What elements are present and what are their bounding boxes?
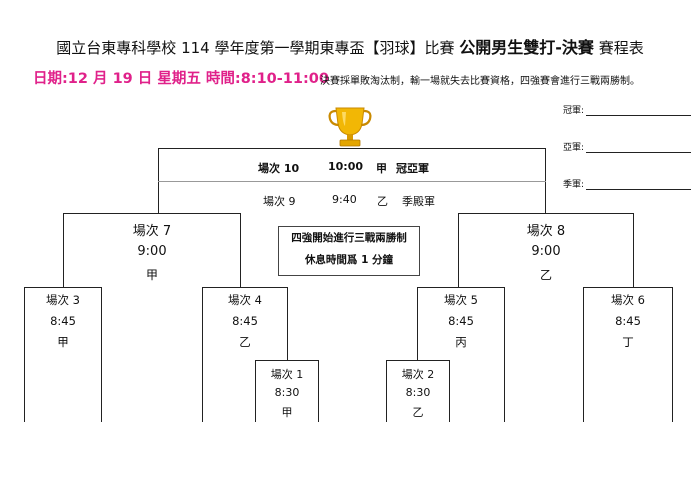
- bracket-m6-left: [583, 287, 584, 422]
- third-match-title: 季殿軍: [402, 195, 435, 208]
- bracket-m8-left: [458, 213, 459, 288]
- bracket-m3-right: [101, 287, 102, 422]
- bracket-m8-top: [458, 213, 634, 214]
- bracket-m1-top: [255, 360, 319, 361]
- m8-team: 乙: [539, 268, 552, 282]
- bracket-m1-left: [255, 360, 256, 422]
- title-event: 公開男生雙打-決賽: [459, 38, 594, 57]
- third-match-time: 9:40: [332, 193, 357, 206]
- notice-line-1: 四強開始進行三戰兩勝制: [291, 232, 407, 244]
- m6-label: 場次 6: [611, 293, 645, 307]
- notice-line-2: 休息時間爲 1 分鐘: [304, 254, 394, 266]
- third-field: 季軍:: [563, 177, 692, 190]
- m2-time: 8:30: [405, 386, 431, 399]
- m3-time: 8:45: [50, 314, 76, 328]
- bracket-m3-left: [24, 287, 25, 422]
- champion-field: 冠軍:: [563, 103, 692, 116]
- m6-team: 丁: [622, 335, 634, 349]
- bracket-m6-right: [672, 287, 673, 422]
- bracket-m4-right: [287, 287, 288, 361]
- bracket-m5-left: [417, 287, 418, 361]
- final-match-time: 10:00: [328, 160, 364, 173]
- bracket-m3-top: [24, 287, 102, 288]
- m5-label: 場次 5: [444, 293, 478, 307]
- m8-label: 場次 8: [526, 224, 566, 239]
- m7-time: 9:00: [137, 244, 167, 259]
- bracket-m7-right: [240, 213, 241, 288]
- m4-time: 8:45: [232, 314, 258, 328]
- champion-label: 冠軍:: [563, 106, 585, 116]
- m2-label: 場次 2: [401, 368, 435, 381]
- m4-team: 乙: [239, 335, 251, 349]
- m4-label: 場次 4: [228, 293, 262, 307]
- date-line: 日期:12 月 19 日 星期五 時間:8:10-11:00: [33, 71, 329, 87]
- bracket-m5-right: [504, 287, 505, 422]
- bracket-m4-top: [202, 287, 288, 288]
- runner-up-blank: [586, 143, 692, 153]
- m7-label: 場次 7: [132, 224, 172, 239]
- bracket-m5-top: [417, 287, 505, 288]
- notice-box: 四強開始進行三戰兩勝制 休息時間爲 1 分鐘: [278, 226, 420, 276]
- m5-team: 丙: [455, 335, 467, 349]
- m8-time: 9:00: [531, 244, 561, 259]
- final-match-team: 甲: [376, 162, 387, 175]
- title-suffix: 賽程表: [598, 39, 644, 57]
- m1-team: 甲: [281, 406, 293, 419]
- m5-time: 8:45: [448, 314, 474, 328]
- champion-blank: [586, 106, 692, 116]
- bracket-m7-top: [63, 213, 241, 214]
- m7-team: 甲: [145, 268, 158, 282]
- bracket-m2-top: [386, 360, 450, 361]
- third-match-team: 乙: [377, 195, 388, 208]
- m2-team: 乙: [412, 406, 424, 419]
- m3-team: 甲: [57, 335, 69, 349]
- bracket-m6-top: [583, 287, 673, 288]
- m1-label: 場次 1: [270, 368, 304, 381]
- bracket-m7-left: [63, 213, 64, 288]
- final-match-title: 冠亞軍: [396, 162, 429, 175]
- third-label: 季軍:: [563, 180, 585, 190]
- page-title: 國立台東專科學校 114 學年度第一學期東專盃【羽球】比賽 公開男生雙打-決賽 …: [0, 34, 700, 58]
- final-box-top: [158, 148, 546, 149]
- bracket-m8-right: [633, 213, 634, 288]
- trophy-icon: [328, 107, 372, 147]
- runner-up-label: 亞軍:: [563, 143, 585, 153]
- final-box-divider: [158, 181, 546, 182]
- title-main: 國立台東專科學校 114 學年度第一學期東專盃【羽球】比賽: [56, 39, 455, 57]
- third-blank: [586, 180, 692, 190]
- m1-time: 8:30: [274, 386, 300, 399]
- bracket-m4-left: [202, 287, 203, 422]
- bracket-m1-right: [318, 360, 319, 422]
- bracket-m2-right: [449, 360, 450, 422]
- m3-label: 場次 3: [46, 293, 80, 307]
- runner-up-field: 亞軍:: [563, 140, 692, 153]
- rule-text: 決賽採單敗淘汰制，輸一場就失去比賽資格，四強賽會進行三戰兩勝制。: [320, 76, 640, 87]
- m6-time: 8:45: [615, 314, 641, 328]
- bracket-m2-left: [386, 360, 387, 422]
- final-match-label: 場次 10: [258, 162, 300, 175]
- third-match-label: 場次 9: [263, 195, 296, 208]
